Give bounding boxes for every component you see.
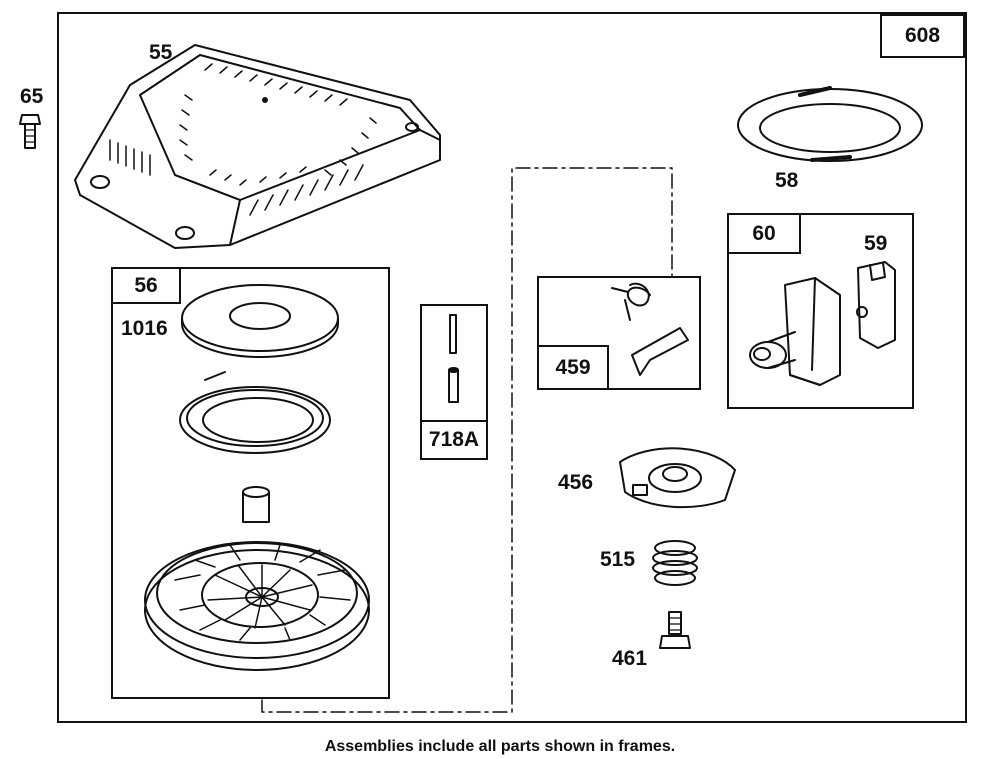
spring-515-drawing — [652, 540, 698, 586]
starter-cup-456-drawing — [619, 447, 736, 509]
label-59: 59 — [864, 232, 888, 255]
frame-459 — [537, 276, 701, 390]
frame-608-tag: 608 — [880, 14, 965, 58]
frame-718a-tag: 718A — [420, 420, 488, 460]
label-456: 456 — [558, 471, 594, 494]
label-58: 58 — [775, 169, 799, 192]
frame-459-tag: 459 — [537, 345, 609, 390]
blower-housing-55-drawing — [74, 44, 441, 249]
rewind-spring-drawing — [179, 371, 331, 454]
frame-56 — [111, 267, 390, 699]
pawl-spring-459-drawing — [611, 282, 689, 376]
label-1016: 1016 — [121, 317, 168, 340]
retainer-59-drawing — [856, 261, 896, 349]
pulley-drawing — [144, 541, 370, 671]
screw-461-drawing — [659, 611, 691, 649]
spring-pin-drawing — [242, 486, 270, 523]
bolt-65-drawing — [19, 114, 41, 149]
label-515: 515 — [600, 548, 636, 571]
frame-56-tag: 56 — [111, 267, 181, 304]
label-55: 55 — [149, 41, 173, 64]
frame-60 — [727, 213, 914, 409]
washer-1016-drawing — [181, 284, 339, 358]
label-65: 65 — [20, 85, 44, 108]
rope-58-drawing — [737, 86, 923, 162]
pins-718a-drawing — [448, 314, 459, 403]
diagram-caption: Assemblies include all parts shown in fr… — [324, 738, 676, 755]
outer-frame — [57, 12, 967, 723]
assembly-path-line — [261, 167, 673, 713]
label-461: 461 — [612, 647, 648, 670]
frame-60-tag: 60 — [727, 213, 801, 254]
ratchet-60-drawing — [749, 277, 841, 386]
